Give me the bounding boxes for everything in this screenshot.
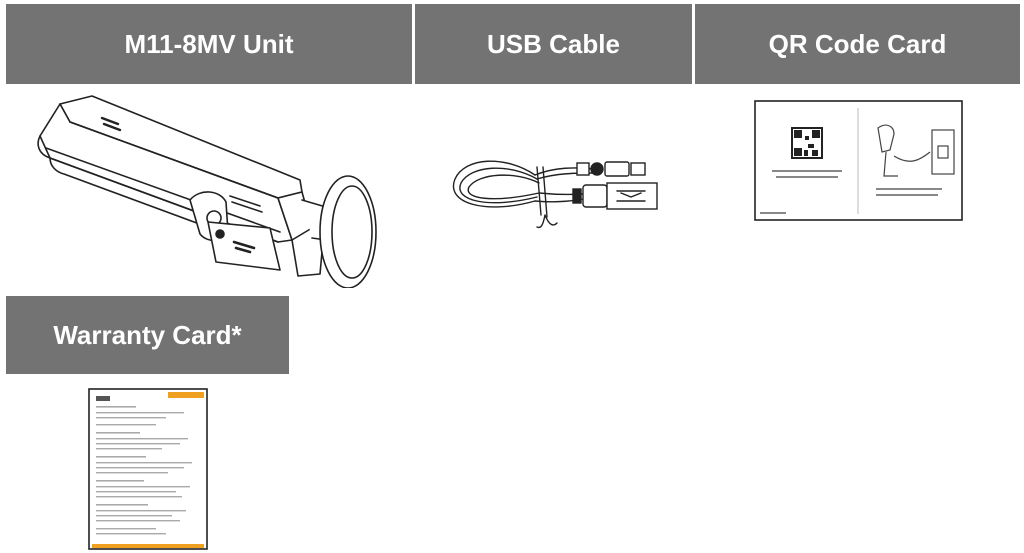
header-usb-cable: USB Cable <box>415 4 692 84</box>
usb-cable-icon <box>452 160 658 229</box>
header-label-cable: USB Cable <box>487 28 620 59</box>
header-warranty-card: Warranty Card* <box>6 296 289 374</box>
dashcam-unit-icon <box>37 95 377 288</box>
qr-code-card-icon <box>754 100 963 221</box>
header-label-qr: QR Code Card <box>768 28 947 59</box>
header-qr-code-card: QR Code Card <box>695 4 1020 84</box>
header-label-unit: M11-8MV Unit <box>124 28 294 59</box>
warranty-card-icon <box>88 388 208 550</box>
header-label-warranty: Warranty Card* <box>53 319 242 350</box>
header-m11-8mv-unit: M11-8MV Unit <box>6 4 412 84</box>
